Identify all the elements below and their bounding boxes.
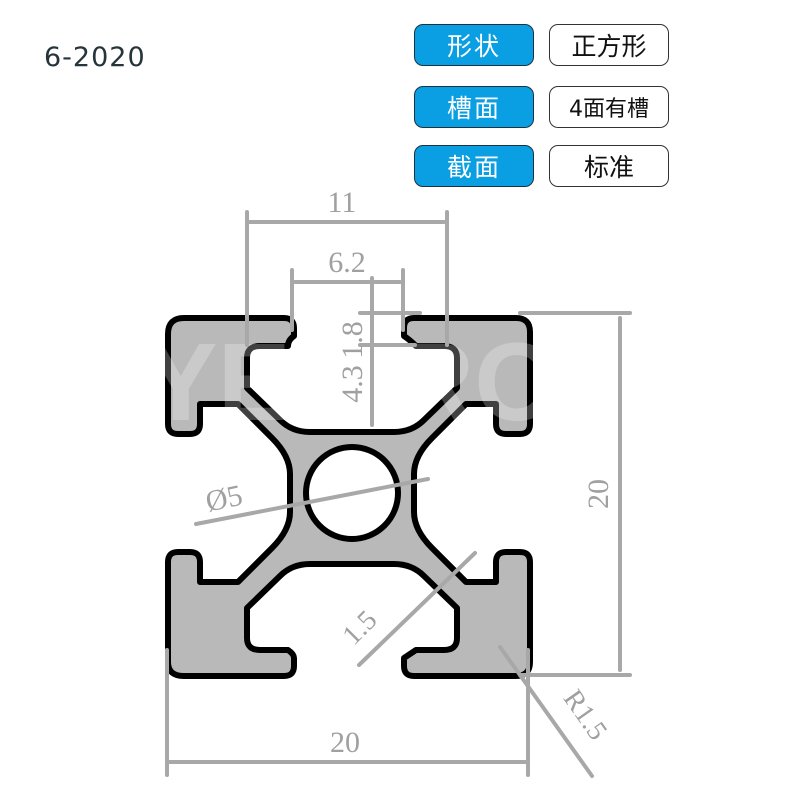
spec-key-slot-faces: 槽面 xyxy=(414,86,534,128)
dim-slot-inner-width: 11 xyxy=(328,186,357,219)
spec-value-shape: 正方形 xyxy=(549,24,669,66)
watermark: YESIRO xyxy=(144,321,560,444)
dim-wall-thickness: 1.5 xyxy=(337,605,384,652)
dim-height: 20 xyxy=(582,479,615,509)
dim-lip-thickness: 1.8 xyxy=(336,321,369,359)
spec-value-section: 标准 xyxy=(549,145,669,187)
dim-width: 20 xyxy=(330,726,360,759)
dim-center-hole: Ø5 xyxy=(203,479,246,519)
spec-value-slot-faces: 4面有槽 xyxy=(549,86,669,128)
dim-slot-depth: 4.3 xyxy=(336,365,369,403)
spec-key-section: 截面 xyxy=(414,145,534,187)
dim-slot-opening: 6.2 xyxy=(328,246,366,279)
model-number: 6-2020 xyxy=(44,42,146,73)
spec-key-shape: 形状 xyxy=(414,24,534,66)
